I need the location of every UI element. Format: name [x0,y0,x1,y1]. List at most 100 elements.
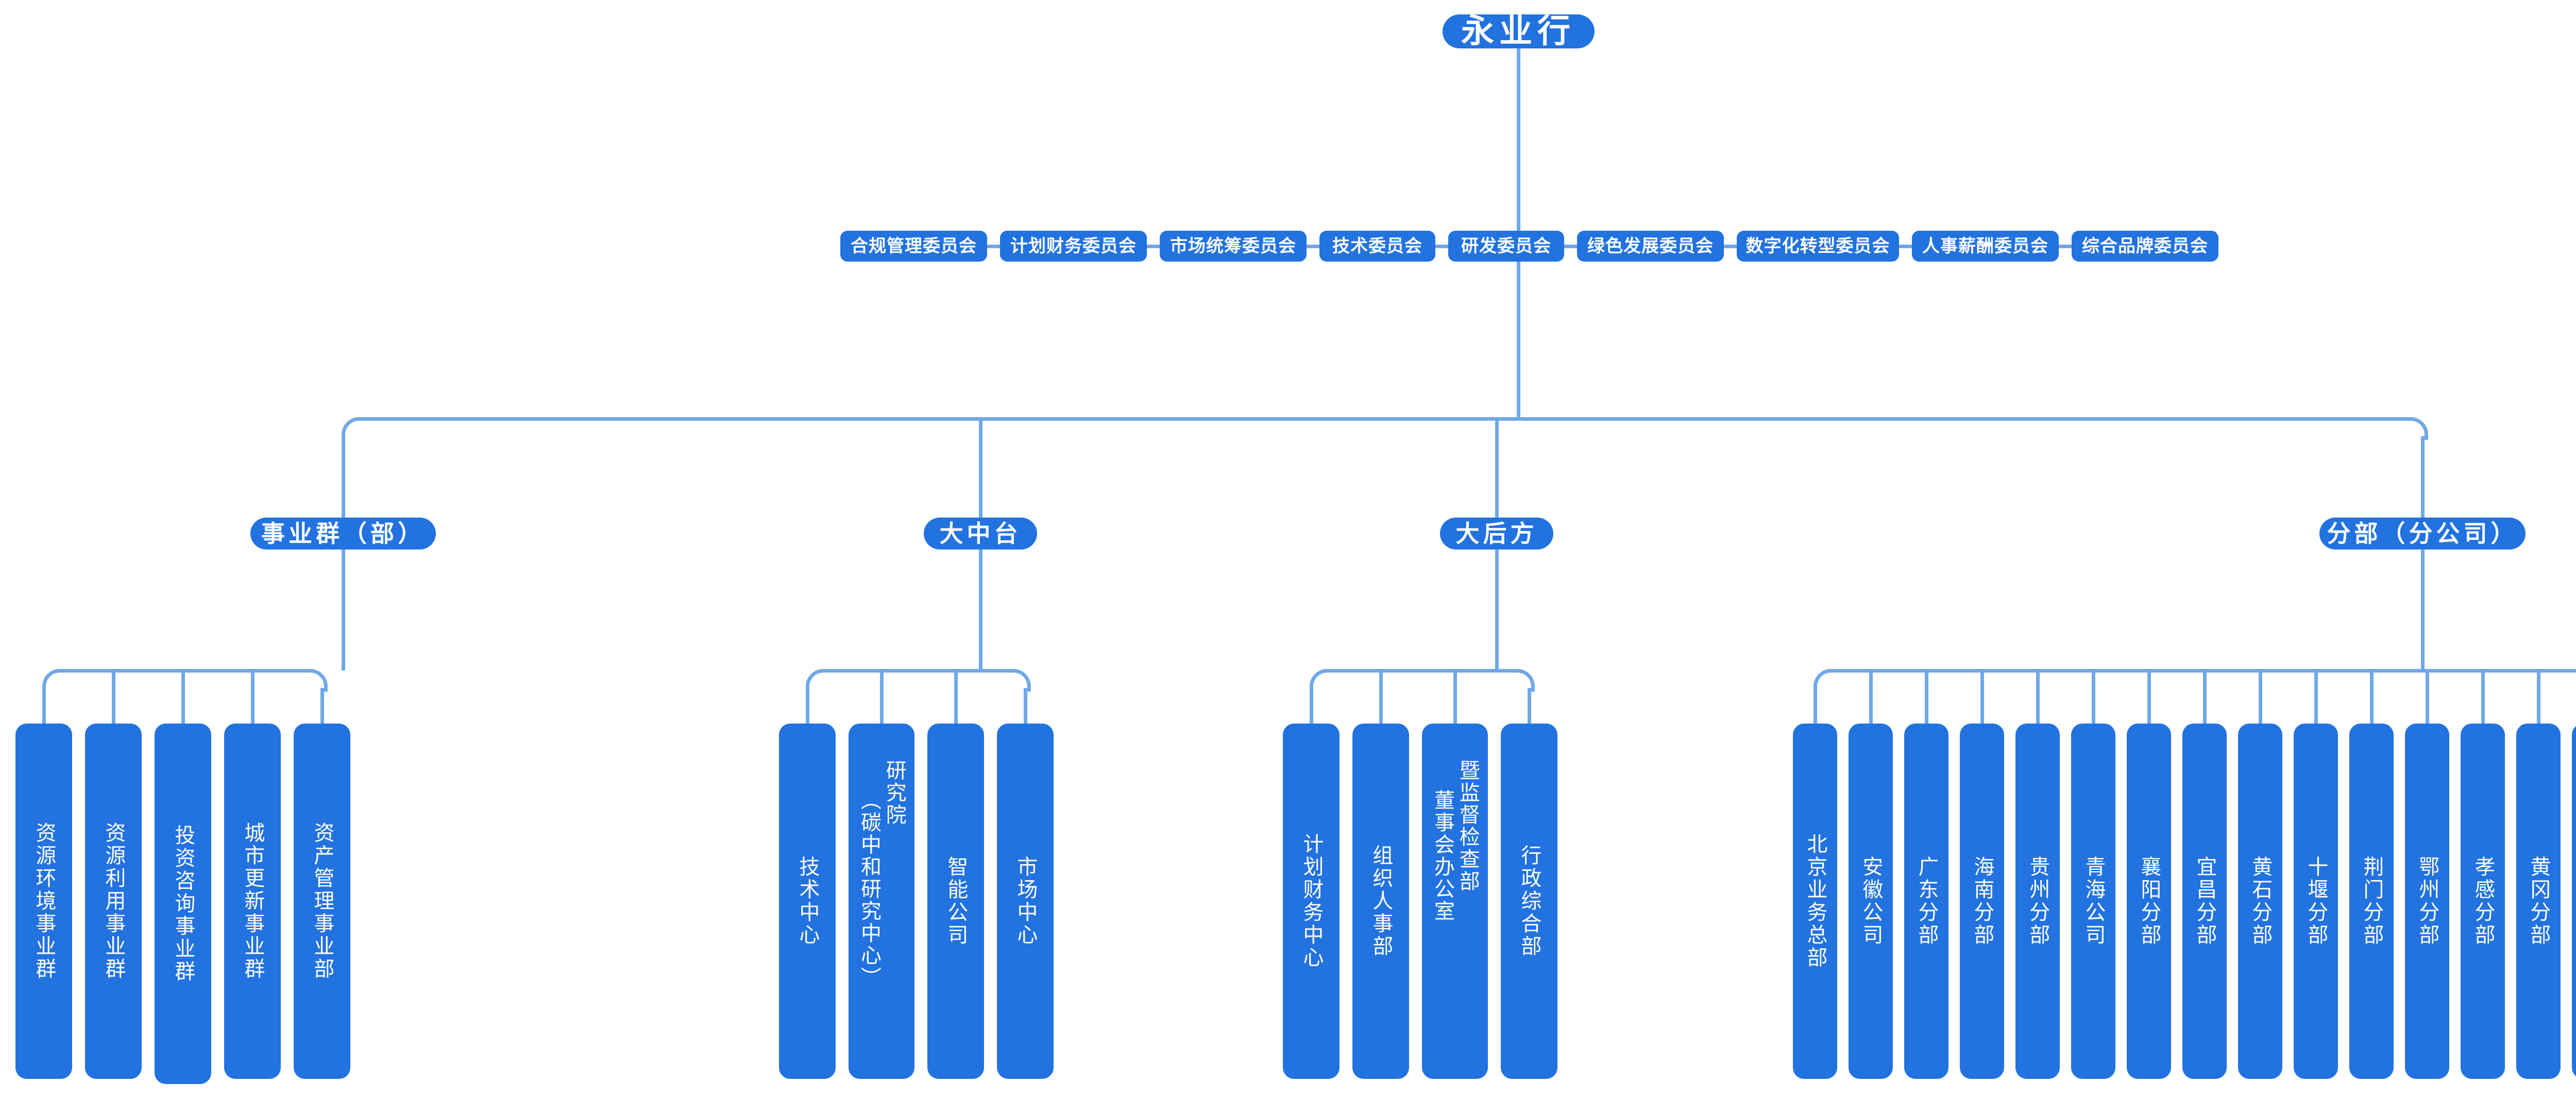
leaf-0-3[interactable]: 城市更新事业群 [224,724,281,1079]
leaf-bus-3-drop-4 [2036,671,2040,724]
leaf-bus-1-drop-0 [805,688,809,724]
committee-3[interactable]: 技术委员会 [1319,231,1435,262]
leaf-bus-1-corner-left [805,668,828,692]
group-1[interactable]: 大中台 [924,518,1037,549]
leaf-0-2[interactable]: 投资咨询事业群 [155,724,211,1084]
leaf-bus-3-drop-7 [2202,671,2207,724]
leaf-3-0[interactable]: 北京业务总部 [1793,724,1837,1079]
leaf-3-1-label: 安徽公司 [1859,856,1883,947]
committee-8[interactable]: 综合品牌委员会 [2072,231,2218,262]
leaf-bus-3-drop-1 [1869,671,1873,724]
leaf-bus-2-corner-left [1309,668,1332,692]
leaf-3-7-label: 宜昌分部 [2193,856,2216,947]
leaf-2-1-label: 组织人事部 [1369,845,1393,958]
leaf-0-1-label: 资源利用事业群 [102,822,125,981]
group-3[interactable]: 分部（分公司） [2319,518,2526,549]
leaf-3-7[interactable]: 宜昌分部 [2182,724,2227,1079]
leaf-1-1-label: 研究院 [883,760,906,826]
group-0[interactable]: 事业群（部） [250,518,436,549]
committee-5[interactable]: 绿色发展委员会 [1577,231,1724,262]
leaf-bus-3-drop-10 [2369,671,2374,724]
leaf-3-1[interactable]: 安徽公司 [1849,724,1893,1079]
leaf-2-2-label-secondary: 董事会办公室 [1431,789,1454,922]
committee-8-label: 综合品牌委员会 [2082,236,2208,256]
leaf-bus-2-drop-0 [1309,688,1313,724]
leaf-1-3[interactable]: 市场中心 [997,724,1054,1079]
leaf-bus-1-drop-last [1023,688,1027,724]
committee-4[interactable]: 研发委员会 [1448,231,1564,262]
leaf-bus-0-corner-right [304,668,328,692]
leaf-3-4[interactable]: 贵州分部 [2015,724,2060,1079]
leaf-3-8-label: 黄石分部 [2249,856,2272,947]
leaf-3-2[interactable]: 广东分部 [1904,724,1948,1079]
leaf-3-10-label: 荆门分部 [2360,856,2383,947]
root-node[interactable]: 永业行 [1442,12,1595,50]
leaf-bus-3-drop-11 [2425,671,2429,724]
leaf-1-2[interactable]: 智能公司 [927,724,984,1079]
group-drop-2 [1495,419,1499,518]
leaf-3-9[interactable]: 十堰分部 [2294,724,2338,1079]
leaf-bus-0-drop-1 [111,671,115,724]
leaf-bus-3-stem [2420,549,2425,671]
group-drop-last [2420,436,2425,518]
leaf-bus-2-corner-right [1512,668,1535,692]
committee-2-label: 市场统筹委员会 [1170,236,1296,256]
leaf-3-14[interactable]: 咸宁分部 [2572,724,2576,1079]
group-bus [361,417,2405,421]
leaf-bus-3-drop-8 [2258,671,2262,724]
committee-link-2 [1307,244,1319,248]
leaf-bus-1-corner-right [1008,668,1031,692]
leaf-bus-0-drop-last [320,688,324,724]
group-1-label: 大中台 [939,520,1022,547]
leaf-bus-1-stem [978,549,982,671]
committee-link-4 [1564,244,1577,248]
committee-7-label: 人事薪酬委员会 [1922,236,2048,256]
leaf-bus-3-drop-2 [1924,671,1928,724]
leaf-3-8[interactable]: 黄石分部 [2238,724,2282,1079]
committee-link-5 [1724,244,1737,248]
leaf-3-3[interactable]: 海南分部 [1960,724,2004,1079]
leaf-2-1[interactable]: 组织人事部 [1352,724,1409,1079]
leaf-2-3[interactable]: 行政综合部 [1501,724,1557,1079]
leaf-3-3-label: 海南分部 [1971,856,1994,947]
committee-7[interactable]: 人事薪酬委员会 [1912,231,2059,262]
leaf-3-10[interactable]: 荆门分部 [2349,724,2394,1079]
leaf-0-4[interactable]: 资产管理事业部 [294,724,350,1079]
group-drop-1 [978,419,982,518]
leaf-bus-3-drop-3 [1980,671,1984,724]
group-corner-left [341,417,364,440]
leaf-bus-0-drop-0 [42,688,46,724]
committee-6[interactable]: 数字化转型委员会 [1737,231,1899,262]
leaf-3-12[interactable]: 孝感分部 [2461,724,2505,1079]
root-node-label: 永业行 [1461,12,1575,50]
committee-5-label: 绿色发展委员会 [1587,236,1714,256]
group-drop-0 [341,436,345,518]
leaf-3-13[interactable]: 黄冈分部 [2516,724,2561,1079]
leaf-0-1[interactable]: 资源利用事业群 [85,724,142,1079]
leaf-3-11[interactable]: 鄂州分部 [2405,724,2449,1079]
leaf-0-0[interactable]: 资源环境事业群 [15,724,72,1079]
leaf-bus-1-drop-1 [879,671,884,724]
leaf-0-4-label: 资产管理事业部 [311,822,334,981]
leaf-1-0-label: 技术中心 [796,856,819,947]
leaf-3-5[interactable]: 青海公司 [2071,724,2115,1079]
committee-1[interactable]: 计划财务委员会 [1000,231,1147,262]
leaf-2-0[interactable]: 计划财务中心 [1283,724,1340,1079]
committee-link-6 [1899,244,1912,248]
leaf-2-2[interactable]: 暨监督检查部董事会办公室 [1422,724,1488,1079]
leaf-3-6[interactable]: 襄阳分部 [2127,724,2171,1079]
group-0-label: 事业群（部） [261,520,425,547]
leaf-1-2-label: 智能公司 [944,856,968,947]
leaf-bus-3-corner-left [1813,668,1836,692]
leaf-3-9-label: 十堰分部 [2304,856,2328,947]
leaf-3-5-label: 青海公司 [2082,856,2105,947]
leaf-1-1[interactable]: 研究院（碳中和研究中心） [849,724,914,1079]
group-2-label: 大后方 [1455,520,1538,547]
leaf-3-11-label: 鄂州分部 [2416,856,2439,947]
committee-2[interactable]: 市场统筹委员会 [1160,231,1307,262]
group-2[interactable]: 大后方 [1440,518,1553,549]
leaf-1-3-label: 市场中心 [1014,856,1037,947]
committee-0[interactable]: 合规管理委员会 [840,231,987,262]
leaf-bus-3-drop-0 [1813,688,1817,724]
leaf-1-0[interactable]: 技术中心 [779,724,836,1079]
